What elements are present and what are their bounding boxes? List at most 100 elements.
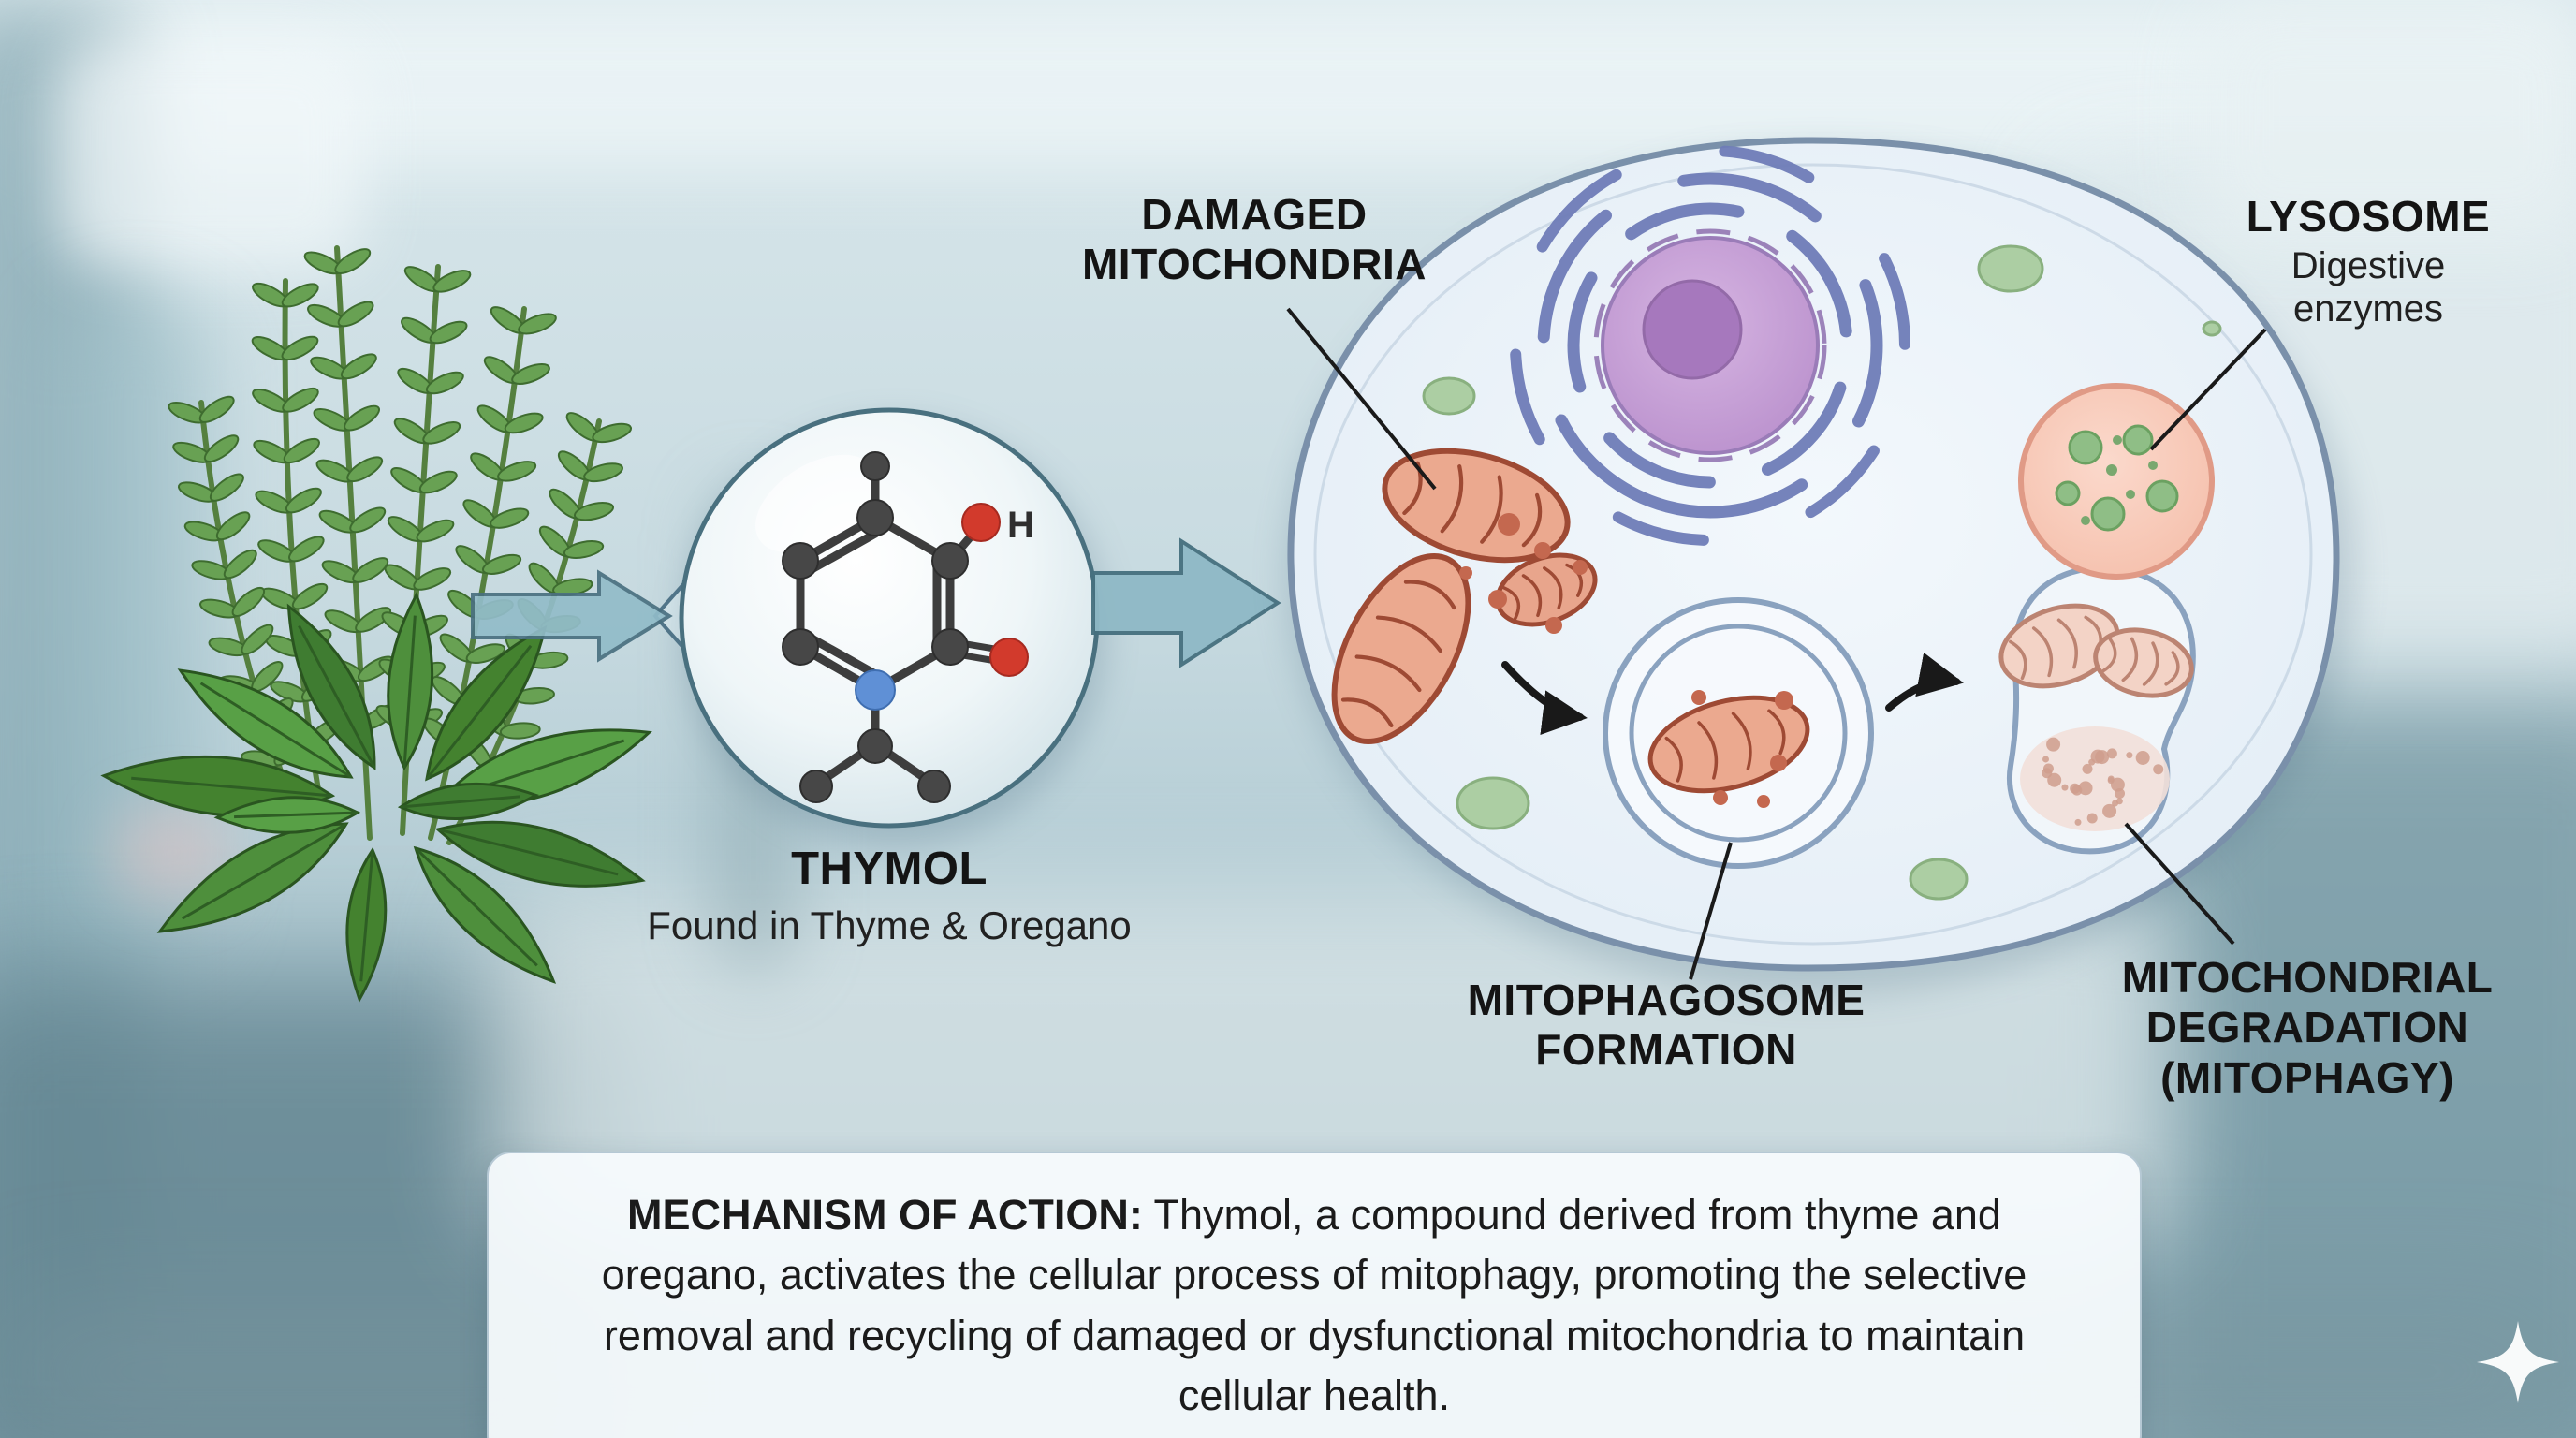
thyme-leaf (465, 643, 506, 664)
flow-arrow-large (1091, 537, 1281, 668)
thyme-leaf (573, 502, 614, 521)
degradation-particle (2047, 772, 2062, 787)
degradation-particle (2126, 752, 2133, 759)
thyme-leaf (422, 421, 461, 445)
degradation-particle (2115, 787, 2126, 799)
mitochondria-fragment (1488, 590, 1507, 609)
label-line: MITOPHAGOSOME (1467, 976, 1866, 1024)
degradation-particle (2074, 818, 2082, 826)
mitochondria-fragment (1459, 566, 1472, 580)
mitochondria-fragment (1770, 755, 1787, 771)
degradation-particle (2107, 777, 2115, 785)
thyme-leaf (337, 301, 374, 328)
pointer-line (2124, 822, 2235, 946)
thyme-leaf (291, 582, 329, 610)
degradation-particle (2088, 758, 2096, 766)
oregano-leaf-vein (298, 624, 376, 769)
endoplasmic-reticulum (1509, 145, 1910, 546)
thyme-leaf (355, 607, 392, 633)
mitochondria-fragment (1545, 617, 1562, 634)
degradation-particle (2153, 764, 2164, 775)
degradation-illustration (1998, 565, 2196, 855)
background-blur-shape (56, 37, 365, 271)
nuclear-envelope (1593, 228, 1827, 462)
enzyme-dots (2081, 435, 2158, 525)
thyme-leaf (349, 506, 387, 534)
degradation-particle (2102, 803, 2117, 818)
mitochondrion (2093, 627, 2194, 698)
hydroxyl-h-label: H (1007, 505, 1034, 546)
sparkle-icon (2477, 1321, 2559, 1403)
degradation-particle (2078, 781, 2093, 796)
thyme-leaf (518, 313, 557, 335)
degradation-particle (2110, 777, 2125, 792)
mitochondria-fragment (1775, 691, 1793, 710)
thyme-leaf (285, 487, 322, 514)
oregano-leaf-vein (181, 822, 347, 920)
thyme-leaf (283, 437, 320, 464)
mitochondria-fragment (1713, 790, 1728, 805)
thyme-leaf (203, 434, 240, 463)
magnifier-circle (679, 407, 1100, 829)
thyme-leaf (241, 624, 274, 655)
mitochondria-fragment (1573, 560, 1588, 575)
label-subtitle: Digestive enzymes (2291, 245, 2446, 330)
mitophagosome-label: MITOPHAGOSOME FORMATION (1423, 976, 1910, 1076)
thyme-leaf (413, 567, 452, 591)
thyme-leaf (432, 270, 472, 293)
flow-arrow-small (471, 569, 673, 663)
mitochondrion (1647, 695, 1810, 794)
degradation-particle (2042, 763, 2054, 774)
degradation-particle (2046, 737, 2061, 752)
label-line: LYSOSOME (2246, 192, 2491, 241)
mitochondria-fragment (1757, 795, 1770, 808)
digestive-enzymes (2055, 424, 2179, 532)
thyme-leaf (429, 320, 468, 345)
background-blur-shape (0, 0, 2576, 169)
oregano-leaf-vein (437, 828, 619, 876)
oregano-leaf-vein (414, 846, 538, 967)
degradation-particle (2135, 750, 2150, 765)
lysosome-label: LYSOSOME Digestive enzymes (2172, 192, 2565, 331)
oregano-leaf-vein (400, 795, 520, 809)
thyme-leaf (563, 540, 605, 560)
green-vesicles (1422, 244, 2222, 901)
damaged-mitochondria-illustration (1331, 448, 1598, 745)
thyme-leaf (223, 549, 257, 580)
oxygen-atom (989, 638, 1029, 677)
mitochondrial-degradation-label: MITOCHONDRIAL DEGRADATION (MITOPHAGY) (2069, 953, 2546, 1103)
thyme-leaf (481, 553, 522, 575)
degraded-mass (2020, 726, 2170, 831)
thyme-leaf (346, 456, 384, 483)
degradation-particle (2106, 748, 2117, 759)
mechanism-caption: MECHANISM OF ACTION: Thymol, a compound … (487, 1152, 2142, 1438)
mitochondria-fragment (1498, 513, 1520, 536)
label-line: THYMOL (791, 844, 988, 894)
mitochondria-fragment (1534, 542, 1551, 559)
oregano-leaf-vein (131, 776, 333, 798)
label-subtitle: Found in Thyme & Oregano (647, 902, 1132, 947)
arrow-to-mitophagosome (1501, 661, 1588, 735)
pointer-line (2149, 328, 2267, 451)
thyme-leaf (281, 283, 319, 308)
oregano-leaves (100, 591, 652, 1003)
cell-inner-membrane (1313, 163, 2313, 946)
mechanism-caption-text: Thymol, a compound derived from thyme an… (601, 1191, 2027, 1420)
thyme-leaf (490, 507, 530, 529)
degrading-mitochondria (1998, 603, 2194, 698)
thyme-leaf (418, 470, 458, 494)
mechanism-caption-lead: MECHANISM OF ACTION: (627, 1191, 1143, 1239)
mitochondrion (1998, 603, 2120, 689)
thyme-leaf (287, 536, 325, 563)
damaged-mitochondria-label: DAMAGED MITOCHONDRIA (1020, 190, 1488, 290)
mitophagosome-content (1647, 690, 1810, 808)
nitrogen-atom (855, 669, 896, 711)
thyme-leaf (425, 371, 464, 395)
label-line: FORMATION (1535, 1025, 1797, 1075)
process-arrows (1501, 653, 1964, 735)
thyme-leaf (231, 586, 266, 617)
mitochondria-fragment (1691, 690, 1706, 705)
thyme-leaf (592, 422, 633, 444)
